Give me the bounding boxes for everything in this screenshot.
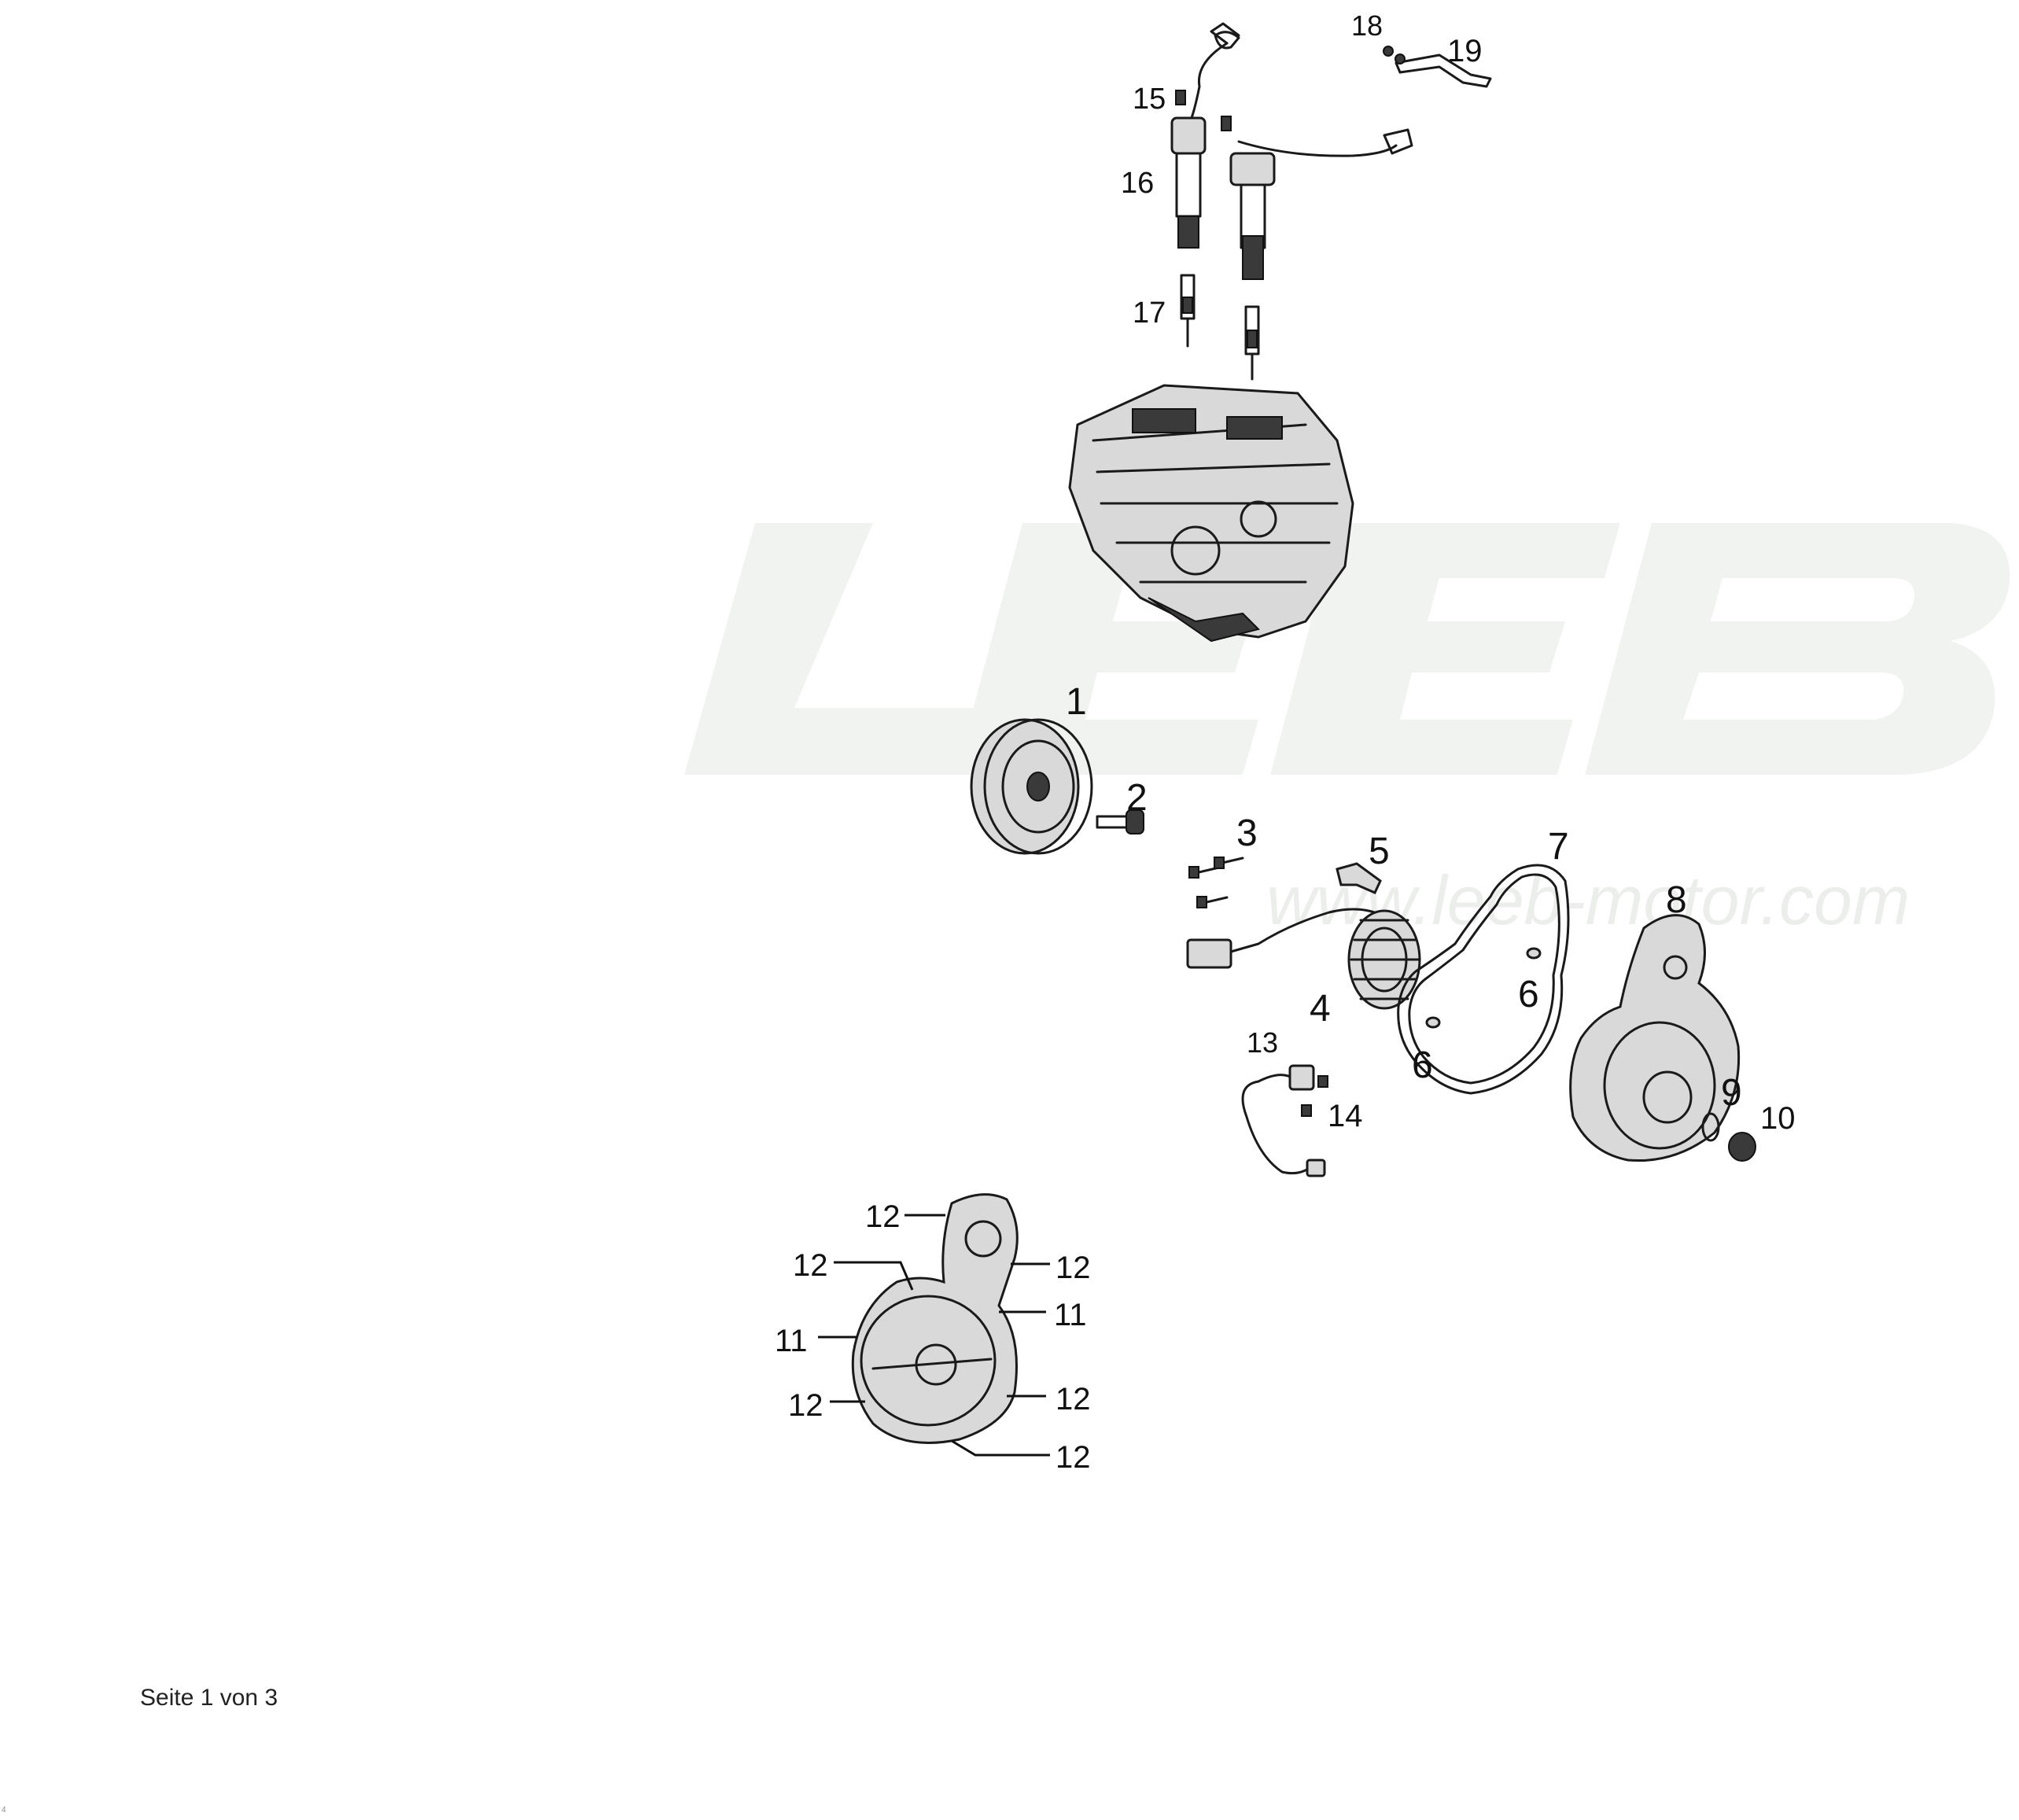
pickup-sensor (1241, 1064, 1326, 1177)
engine-block (1068, 384, 1354, 643)
callout-18: 18 (1351, 9, 1383, 42)
ignition-coils (1170, 22, 1413, 280)
callout-11b: 11 (1054, 1298, 1087, 1332)
bracket (1383, 46, 1492, 88)
o-ring (1701, 1112, 1720, 1142)
callout-12a: 12 (865, 1199, 901, 1234)
callout-11a: 11 (775, 1324, 808, 1358)
callout-4: 4 (1310, 988, 1331, 1030)
spark-plugs (1180, 274, 1260, 381)
stator-screws (1188, 857, 1244, 908)
callout-5: 5 (1369, 831, 1390, 872)
callout-16: 16 (1121, 167, 1154, 200)
callout-10: 10 (1760, 1101, 1796, 1136)
callout-15: 15 (1133, 83, 1166, 116)
callout-6b: 6 (1518, 974, 1539, 1015)
callout-12f: 12 (1056, 1440, 1091, 1475)
callout-3: 3 (1236, 812, 1258, 854)
corner-mark: 4 (2, 1806, 6, 1814)
leeb-logo (684, 523, 2010, 775)
callout-9: 9 (1721, 1072, 1742, 1114)
leader-lines (818, 1214, 1050, 1457)
coil-screws (1175, 90, 1232, 131)
cable-clamp (1336, 862, 1382, 894)
lower-generator-cover (851, 1193, 1019, 1444)
sensor-screws (1301, 1075, 1328, 1117)
callout-13: 13 (1247, 1026, 1278, 1059)
callout-1: 1 (1066, 681, 1087, 723)
dowel-pins (1425, 947, 1542, 1029)
cover-plug (1728, 1132, 1756, 1162)
callout-12b: 12 (793, 1248, 828, 1283)
callout-6a: 6 (1412, 1044, 1433, 1086)
flywheel (970, 718, 1093, 855)
callout-labels: 1 2 3 4 5 6 6 7 8 9 10 11 11 12 12 12 12… (775, 9, 1796, 1475)
callout-7: 7 (1548, 826, 1569, 868)
callout-12e: 12 (1056, 1382, 1091, 1417)
callout-8: 8 (1666, 879, 1687, 921)
generator-cover (1569, 914, 1741, 1162)
callout-14: 14 (1328, 1099, 1363, 1133)
callout-12c: 12 (1056, 1251, 1091, 1285)
callout-19: 19 (1447, 34, 1483, 68)
callout-17: 17 (1133, 297, 1166, 330)
cover-gasket (1397, 864, 1570, 1095)
page-footer: Seite 1 von 3 (140, 1685, 278, 1711)
callout-12d: 12 (788, 1388, 823, 1423)
callout-2: 2 (1126, 777, 1148, 819)
flywheel-bolt (1096, 809, 1144, 834)
stator (1186, 908, 1421, 1010)
